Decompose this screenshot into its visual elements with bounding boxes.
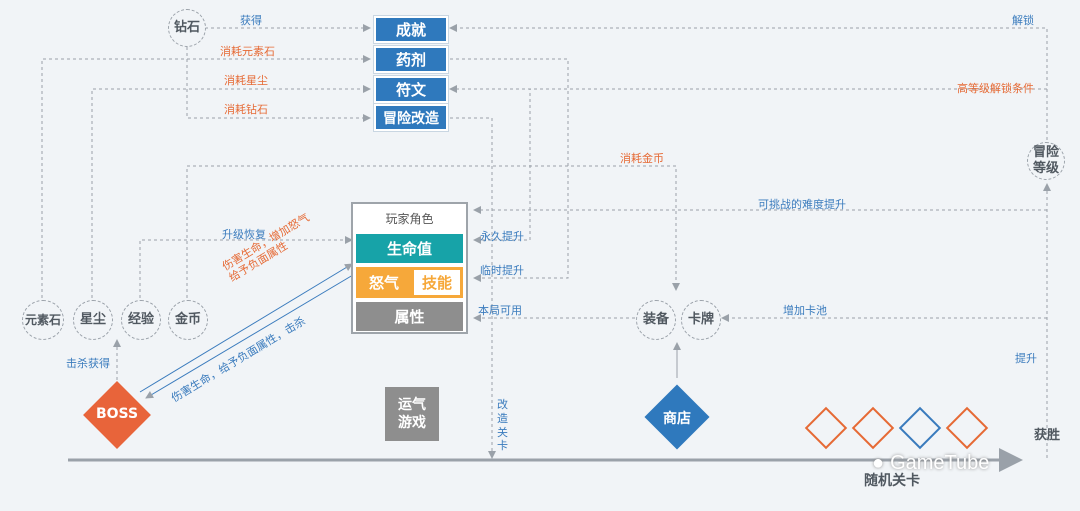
label-permanent-up: 永久提升	[480, 230, 524, 243]
label-temporary-up: 临时提升	[480, 264, 524, 277]
adventure-level-node: 冒险 等级	[1027, 142, 1065, 180]
gold-node: 金币	[168, 300, 208, 340]
label-random-level: 随机关卡	[864, 473, 920, 489]
experience-node: 经验	[121, 300, 161, 340]
label-this-round-usable: 本局可用	[478, 304, 522, 317]
attribute-bar: 属性	[356, 302, 463, 331]
label-victory: 获胜	[1034, 428, 1061, 443]
potion-box: 药剂	[374, 46, 448, 73]
label-level-recover: 升级恢复	[222, 228, 266, 241]
boss-label: BOSS	[95, 406, 139, 422]
rage-skill-bar: 怒气 技能	[356, 267, 463, 298]
shop-label: 商店	[663, 411, 691, 427]
label-high-level-unlock: 高等级解锁条件	[957, 82, 1034, 95]
label-gain: 获得	[240, 14, 262, 27]
rune-box: 符文	[374, 76, 448, 103]
equipment-node: 装备	[636, 300, 676, 340]
player-character-panel: 玩家角色 生命值 怒气 技能 属性	[351, 202, 468, 334]
label-kill-gain: 击杀获得	[66, 357, 110, 370]
label-consume-stardust: 消耗星尘	[224, 74, 268, 87]
diamond-node: 钻石	[168, 9, 206, 47]
label-modify-level: 改 造 关 卡	[497, 398, 508, 453]
rage-label: 怒气	[368, 274, 399, 292]
label-improve: 提升	[1015, 352, 1037, 365]
health-bar: 生命值	[356, 234, 463, 263]
label-consume-element: 消耗元素石	[220, 45, 275, 58]
label-consume-diamond: 消耗钻石	[224, 103, 268, 116]
luck-game-box: 运气 游戏	[385, 387, 439, 441]
label-add-card-pool: 增加卡池	[783, 304, 827, 317]
watermark: ● GameTube	[872, 452, 990, 474]
adventure-modify-box: 冒险改造	[374, 104, 448, 131]
skill-label: 技能	[414, 270, 460, 295]
label-consume-gold: 消耗金币	[620, 152, 664, 165]
label-unlock: 解锁	[1012, 14, 1034, 27]
player-title: 玩家角色	[385, 212, 434, 226]
stardust-node: 星尘	[73, 300, 113, 340]
achievement-box: 成就	[374, 16, 448, 43]
element-stone-node: 元素石	[22, 300, 64, 340]
wechat-icon: ●	[872, 452, 885, 474]
label-difficulty-up: 可挑战的难度提升	[758, 198, 846, 211]
card-node: 卡牌	[681, 300, 721, 340]
